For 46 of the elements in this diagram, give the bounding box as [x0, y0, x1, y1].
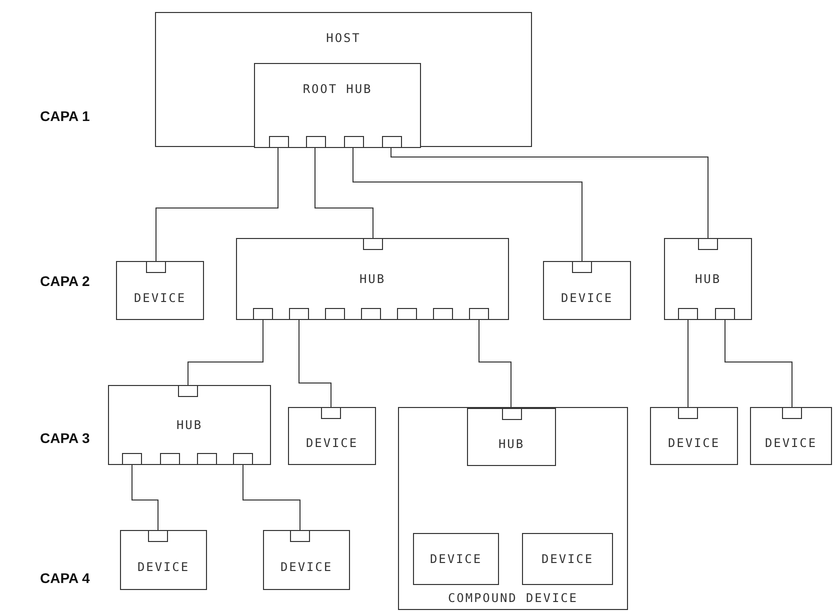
component-label: HOST [326, 30, 361, 47]
connector-line [132, 464, 158, 530]
component-box [108, 385, 271, 465]
component-label: HUB [360, 271, 386, 288]
component-label: COMPOUND DEVICE [448, 590, 578, 607]
component-box [398, 407, 628, 610]
component-box [288, 407, 376, 465]
component-label: DEVICE [134, 290, 186, 306]
layer-label: CAPA 1 [40, 107, 90, 126]
component-box [543, 261, 631, 320]
component-box [522, 533, 613, 585]
component-label: DEVICE [306, 435, 358, 452]
component-label: ROOT HUB [302, 81, 372, 98]
component-label: DEVICE [561, 290, 613, 306]
component-box [664, 238, 752, 320]
connector-line [352, 146, 582, 262]
component-label: HUB [176, 417, 202, 434]
component-box [467, 408, 556, 466]
connector-line [314, 146, 374, 238]
layer-label: CAPA 4 [40, 569, 90, 588]
component-box [263, 530, 350, 590]
component-label: DEVICE [765, 435, 817, 452]
connector-line [188, 320, 264, 386]
component-label: DEVICE [280, 559, 332, 576]
component-box [116, 261, 204, 320]
component-label: DEVICE [430, 551, 482, 568]
layer-label: CAPA 2 [40, 272, 90, 291]
component-box [120, 530, 207, 590]
component-box [155, 12, 532, 147]
connector-line [724, 320, 792, 408]
component-box [413, 533, 499, 585]
component-label: DEVICE [668, 435, 720, 452]
connector-line [390, 146, 708, 238]
component-label: DEVICE [542, 551, 594, 568]
connector-line [242, 464, 300, 530]
component-box [650, 407, 738, 465]
component-box [254, 63, 421, 148]
component-label: HUB [695, 271, 721, 288]
connector-line [156, 146, 278, 262]
component-box [750, 407, 832, 465]
component-label: HUB [498, 436, 524, 453]
connector-line [478, 320, 512, 408]
connector-line [298, 320, 332, 408]
layer-label: CAPA 3 [40, 429, 90, 448]
component-box [236, 238, 509, 320]
component-label: DEVICE [138, 559, 190, 576]
